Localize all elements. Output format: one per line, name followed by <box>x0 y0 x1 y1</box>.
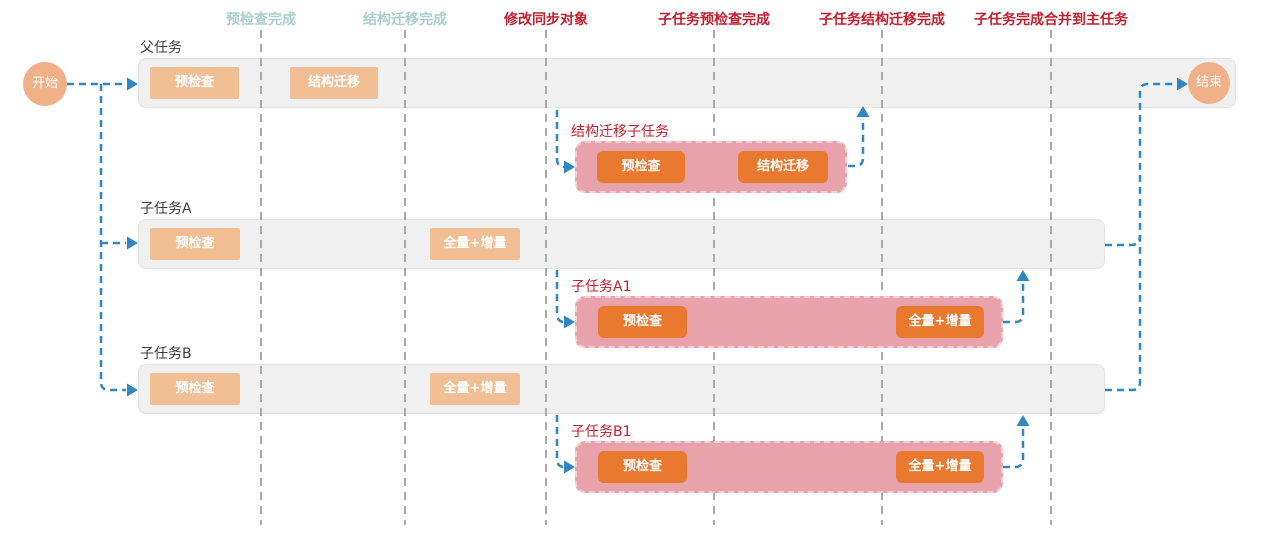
milestone-precheck-done: 预检查完成 <box>226 12 296 28</box>
lane-subtask-b <box>138 364 1105 414</box>
button-smsubtask-precheck: 预检查 <box>597 151 685 183</box>
lane-subtask-a <box>138 219 1105 269</box>
milestone-subtask-precheck-done: 子任务预检查完成 <box>658 12 770 28</box>
button-b1-precheck: 预检查 <box>598 451 687 483</box>
arrowhead-into-a1 <box>564 315 575 329</box>
block-label-structure-migration-subtask: 结构迁移子任务 <box>571 124 669 140</box>
badge-parent-precheck: 预检查 <box>150 67 239 99</box>
button-a1-precheck: 预检查 <box>598 306 687 338</box>
badge-subtask-b-precheck: 预检查 <box>150 373 240 405</box>
connector-subtask-b-to-b1 <box>555 415 566 469</box>
arrowhead-into-parent <box>127 77 138 91</box>
arrowhead-into-subtask-a <box>127 236 138 250</box>
connector-subtask-a-to-end-join <box>1105 235 1142 247</box>
badge-parent-structure-migration: 结构迁移 <box>290 67 378 99</box>
lane-label-parent-task: 父任务 <box>140 40 182 56</box>
block-label-subtask-a1: 子任务A1 <box>571 279 632 295</box>
block-label-subtask-b1: 子任务B1 <box>571 424 632 440</box>
lane-label-subtask-b: 子任务B <box>140 346 192 362</box>
badge-subtask-b-full-incremental: 全量+增量 <box>430 373 520 405</box>
start-node: 开始 <box>23 62 67 106</box>
arrowhead-into-b1 <box>564 460 575 474</box>
arrowhead-up-into-subtask-b <box>1016 415 1030 426</box>
end-node: 结束 <box>1188 62 1230 104</box>
connector-smsubtask-return-to-parent <box>848 118 865 168</box>
lane-label-subtask-a: 子任务A <box>140 201 192 217</box>
button-a1-full-incremental: 全量+增量 <box>896 306 984 338</box>
connector-parent-to-smsubtask <box>555 110 566 169</box>
connector-start-branch-to-subtask-b <box>99 84 126 392</box>
arrowhead-into-smsubtask <box>564 160 575 174</box>
milestone-structure-migration-done: 结构迁移完成 <box>363 12 447 28</box>
badge-subtask-a-precheck: 预检查 <box>150 228 240 260</box>
milestone-subtask-structure-done: 子任务结构迁移完成 <box>819 12 945 28</box>
connector-b1-return-to-subtask-b <box>1003 427 1025 469</box>
milestone-modify-sync-objects: 修改同步对象 <box>504 12 588 28</box>
arrowhead-into-subtask-b <box>127 383 138 397</box>
connector-subtask-a-to-a1 <box>555 270 566 324</box>
button-b1-full-incremental: 全量+增量 <box>896 451 984 483</box>
connector-subtask-b-to-end <box>1105 82 1177 392</box>
connector-a1-return-to-subtask-a <box>1003 282 1025 324</box>
button-smsubtask-structure-migration: 结构迁移 <box>738 151 828 183</box>
badge-subtask-a-full-incremental: 全量+增量 <box>430 228 520 260</box>
milestone-subtask-merged: 子任务完成合并到主任务 <box>974 12 1128 28</box>
arrowhead-up-into-subtask-a <box>1016 270 1030 281</box>
